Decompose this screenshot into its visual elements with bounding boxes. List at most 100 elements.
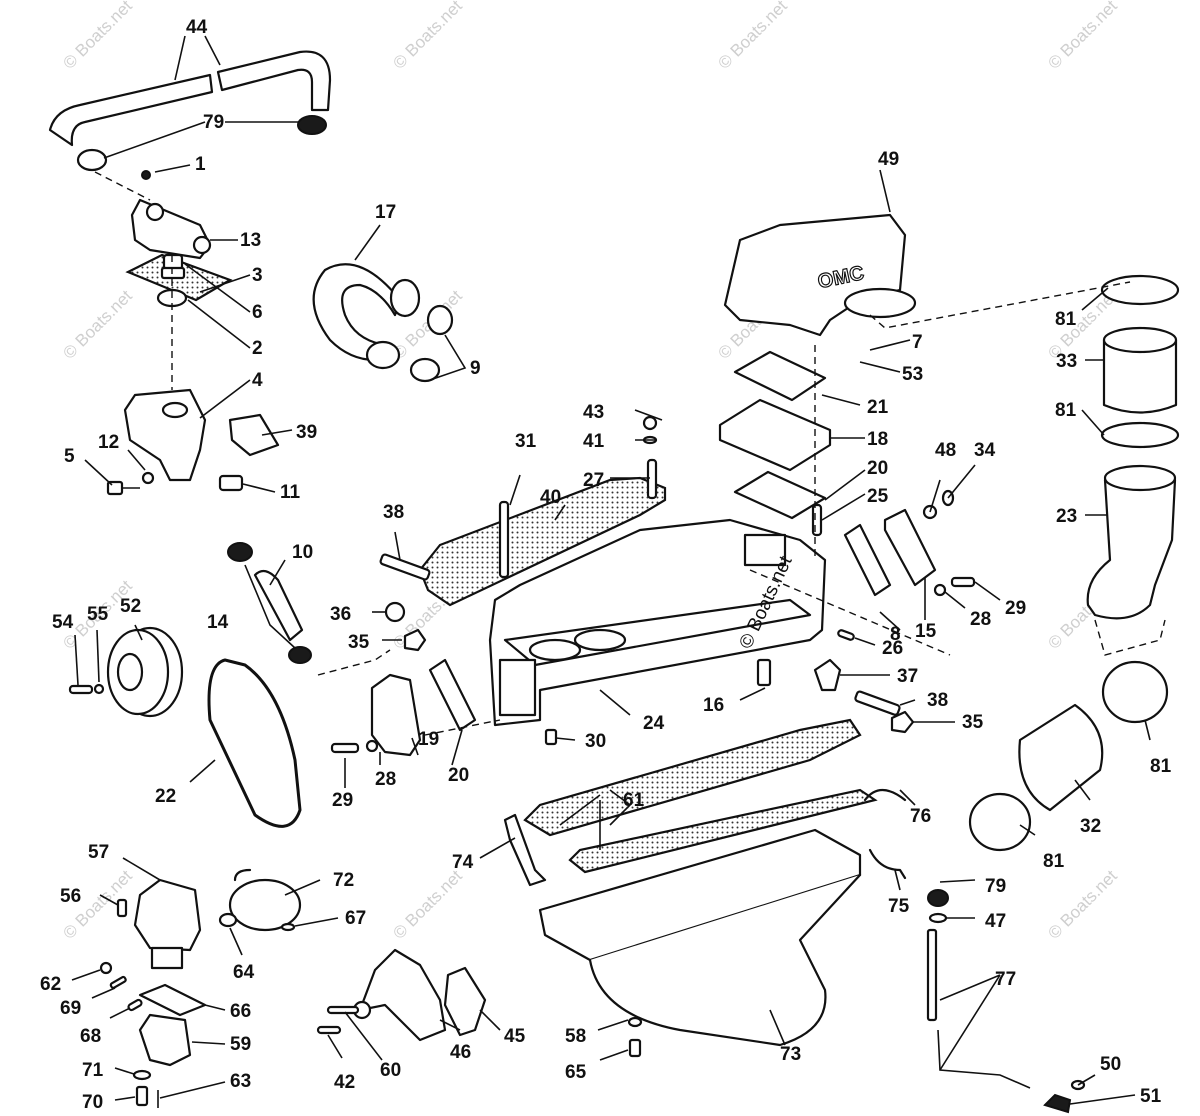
callout-76: 76 [910, 806, 931, 827]
callout-29: 29 [332, 790, 353, 811]
callout-60: 60 [380, 1060, 401, 1081]
callout-15: 15 [915, 621, 937, 642]
gasket-20 [733, 470, 827, 520]
sleeve-32 [1018, 703, 1104, 812]
hose-clamp-14 [227, 542, 253, 562]
bolt-5 [106, 480, 140, 496]
stud-31 [498, 500, 510, 579]
bolt-29 [330, 742, 360, 754]
callout-67: 67 [345, 908, 366, 929]
callout-41: 41 [583, 431, 605, 452]
callout-26: 26 [882, 638, 903, 659]
watermark: © Boats.net [389, 0, 466, 73]
callout-5: 5 [64, 446, 75, 467]
washer-58 [627, 1016, 643, 1028]
callout-38: 38 [927, 690, 948, 711]
callout-43: 43 [583, 402, 604, 423]
callout-48: 48 [935, 440, 956, 461]
sender-16 [756, 658, 772, 687]
exhaust-elbow-23 [1086, 464, 1177, 620]
hose-17 [312, 263, 421, 370]
exhaust-elbow-49: OMC [723, 213, 917, 337]
nut-51 [1043, 1093, 1072, 1114]
callout-37: 37 [897, 666, 918, 687]
callout-51: 51 [1140, 1086, 1162, 1107]
hose-10 [253, 569, 304, 642]
callout-72: 72 [333, 870, 354, 891]
callout-32: 32 [1080, 816, 1101, 837]
callout-19: 19 [418, 729, 439, 750]
callout-52: 52 [120, 596, 141, 617]
callout-42: 42 [334, 1072, 355, 1093]
callout-11: 11 [280, 482, 301, 503]
callout-66: 66 [230, 1001, 251, 1022]
washer-55 [93, 683, 105, 695]
callout-9: 9 [470, 358, 481, 379]
callout-81: 81 [1055, 400, 1077, 421]
callout-24: 24 [643, 713, 665, 734]
callout-10: 10 [292, 542, 313, 563]
callout-79: 79 [985, 876, 1006, 897]
callout-21: 21 [867, 397, 889, 418]
watermark: © Boats.net [714, 0, 791, 73]
callout-23: 23 [1056, 506, 1077, 527]
callout-50: 50 [1100, 1054, 1121, 1075]
callout-78: 79 [203, 112, 224, 133]
hose-44 [48, 50, 332, 147]
callout-81: 81 [1043, 851, 1065, 872]
cover-59 [138, 1013, 192, 1067]
callout-20: 20 [867, 458, 888, 479]
gasket-39 [228, 413, 280, 457]
callout-53: 53 [902, 364, 923, 385]
adapter-plate-18 [718, 398, 832, 472]
callout-45: 45 [504, 1026, 526, 1047]
gasket-61 [568, 788, 878, 874]
callout-34: 34 [974, 440, 996, 461]
callout-63: 63 [230, 1071, 251, 1092]
callout-20: 20 [448, 765, 469, 786]
pickup-tube-72 [228, 868, 302, 932]
end-cap-19 [370, 673, 422, 757]
hose-clamp-9 [409, 304, 454, 383]
callout-75: 75 [888, 896, 910, 917]
gasket-21 [733, 350, 827, 402]
callout-44: 44 [186, 17, 208, 38]
washer-47 [928, 912, 948, 924]
gasket-20 [428, 658, 477, 732]
watermark: © Boats.net [389, 866, 466, 943]
callout-58: 58 [565, 1026, 586, 1047]
nut-43 [642, 415, 658, 431]
callout-1: 1 [195, 154, 206, 175]
callout-36: 36 [330, 604, 351, 625]
hose-clamp-14 [288, 646, 312, 664]
end-cap-15 [883, 508, 937, 587]
pin-67 [280, 922, 296, 932]
gasket-61 [523, 718, 862, 837]
grommet-79 [927, 889, 949, 907]
watermark: © Boats.net [1044, 0, 1121, 73]
callout-38: 38 [383, 502, 404, 523]
callout-29: 29 [1005, 598, 1026, 619]
callout-40: 40 [540, 487, 561, 508]
stud-38 [379, 553, 431, 581]
oil-pump-57 [133, 878, 202, 970]
callout-14: 14 [207, 612, 229, 633]
bolt-42 [316, 1025, 342, 1035]
bolt-60 [326, 1005, 360, 1015]
sleeve-33 [1102, 326, 1178, 414]
oil-pan-73 [538, 828, 862, 1047]
stud-25 [811, 503, 823, 537]
callout-65: 65 [565, 1062, 587, 1083]
washer-28 [365, 739, 379, 753]
callout-46: 46 [450, 1042, 471, 1063]
hose-clamp-81 [1101, 660, 1169, 724]
hose-clamp-81 [1100, 274, 1180, 306]
clip-64 [218, 912, 238, 928]
callout-57: 57 [88, 842, 109, 863]
housing-4 [123, 388, 207, 482]
gasket-8 [843, 523, 892, 597]
gasket-45 [443, 966, 487, 1037]
callout-70: 70 [82, 1092, 103, 1113]
callout-28: 28 [375, 769, 396, 790]
